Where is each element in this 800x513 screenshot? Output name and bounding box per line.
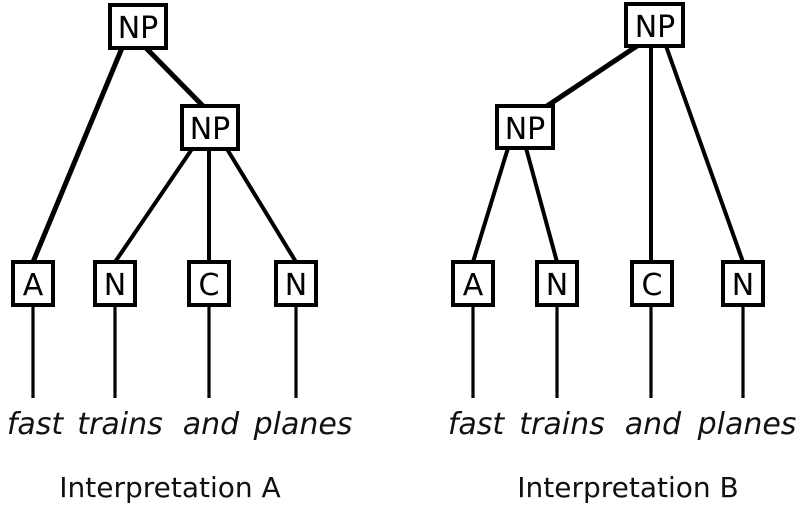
node-label: N [285, 268, 307, 303]
branch-a-npsub-to-n2 [225, 147, 298, 264]
node-b-np-root[interactable]: NP [624, 2, 685, 48]
node-a-np-root[interactable]: NP [108, 3, 168, 50]
node-label: C [199, 268, 220, 303]
branch-b-npsub-to-a [471, 147, 510, 263]
word-a-word-trains: trains [77, 407, 162, 442]
node-label: N [732, 268, 754, 303]
word-b-word-fast: fast [448, 407, 506, 442]
node-label: NP [118, 11, 159, 46]
node-box-outline [93, 260, 137, 307]
word-a-word-fast: fast [7, 407, 65, 442]
node-box-outline [274, 260, 318, 307]
branch-a-root-to-npsub [144, 46, 205, 108]
node-label: NP [635, 10, 676, 45]
node-a-pos-n1[interactable]: N [93, 260, 137, 307]
node-b-pos-n2[interactable]: N [721, 260, 765, 307]
node-label: NP [505, 112, 546, 147]
node-box-outline [180, 104, 240, 151]
branch-b-npsub-to-n1 [524, 147, 559, 263]
caption-interpretation-b: Interpretation B [517, 471, 739, 504]
branch-b-root-to-npsub [545, 43, 639, 109]
node-box-outline [624, 2, 685, 48]
node-box-outline [630, 260, 674, 307]
node-box-outline [451, 260, 495, 307]
branch-a-root-to-a [30, 47, 125, 263]
node-label: N [104, 268, 126, 303]
node-b-np-sub[interactable]: NP [495, 104, 555, 150]
node-box-outline [495, 104, 555, 150]
node-box-outline [187, 260, 231, 307]
node-a-pos-n2[interactable]: N [274, 260, 318, 307]
branch-b-root-to-n2 [664, 45, 745, 263]
node-box-outline [721, 260, 765, 307]
node-label: NP [190, 112, 231, 147]
node-a-pos-c[interactable]: C [187, 260, 231, 307]
node-label: C [642, 268, 663, 303]
branch-a-npsub-to-n1 [113, 147, 194, 264]
node-a-pos-a[interactable]: A [11, 260, 55, 307]
node-box-outline [11, 260, 55, 307]
word-b-word-planes: planes [697, 407, 797, 442]
node-b-pos-c[interactable]: C [630, 260, 674, 307]
caption-interpretation-a: Interpretation A [59, 471, 280, 504]
node-box-outline [535, 260, 579, 307]
word-b-word-and: and [625, 407, 682, 442]
node-label: A [23, 268, 44, 303]
node-a-np-sub[interactable]: NP [180, 104, 240, 151]
node-b-pos-a[interactable]: A [451, 260, 495, 307]
word-b-word-trains: trains [519, 407, 604, 442]
word-a-word-planes: planes [253, 407, 353, 442]
node-b-pos-n1[interactable]: N [535, 260, 579, 307]
word-a-word-and: and [183, 407, 240, 442]
node-label: N [546, 268, 568, 303]
node-label: A [463, 268, 484, 303]
node-box-outline [108, 3, 168, 50]
